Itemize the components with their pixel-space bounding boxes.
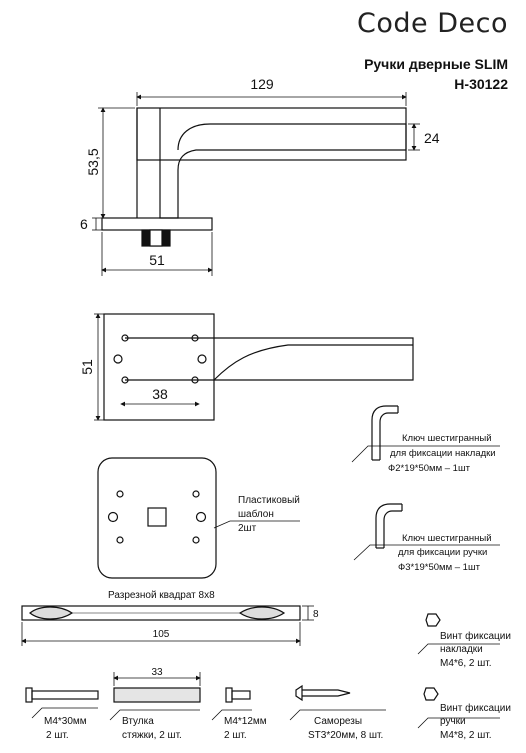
dim-handle-height: 53,5 [85, 148, 101, 175]
screw-plate-line1: Винт фиксации [440, 630, 511, 642]
bolt-m4-12-qty: 2 шт. [224, 730, 247, 741]
hex-key-2-spec: Ф3*19*50мм – 1шт [398, 562, 481, 573]
screw-handle-spec: М4*8, 2 шт. [440, 730, 492, 741]
sleeve-label: Втулка [122, 716, 154, 727]
self-tapping-label: Саморезы [314, 716, 362, 727]
spindle-drawing [21, 605, 301, 621]
self-tapping-spec: ST3*20мм, 8 шт. [308, 730, 383, 741]
sleeve-qty: стяжки, 2 шт. [122, 730, 182, 741]
template-line2: шаблон [238, 508, 274, 520]
bolt-m4-12-spec: М4*12мм [224, 716, 267, 727]
hex-key-1-line2: для фиксации накладки [390, 448, 496, 459]
bolt-m4-30-spec: М4*30мм [44, 716, 87, 727]
hex-key-2-line2: для фиксации ручки [398, 547, 487, 558]
dim-rose-width: 51 [149, 252, 165, 268]
self-tapping-screw-drawing [295, 684, 351, 702]
template-qty: 2шт [238, 523, 257, 534]
bolt-m4-12-drawing [225, 687, 251, 703]
brand-logo: Code Deco [357, 8, 508, 39]
plastic-template-drawing [97, 457, 217, 579]
hex-key-2-line1: Ключ шестигранный [402, 533, 492, 544]
dim-lever-width: 24 [424, 130, 440, 146]
bolt-m4-30-drawing [25, 687, 99, 703]
template-line1: Пластиковый [238, 495, 300, 506]
handle-side-view [101, 107, 407, 247]
sleeve-length: 33 [151, 667, 163, 678]
screw-handle-drawing [423, 687, 439, 701]
screw-handle-line2: ручки [440, 716, 466, 727]
spindle-length: 105 [153, 629, 170, 640]
screw-plate-spec: М4*6, 2 шт. [440, 658, 492, 669]
dim-rose-thickness: 6 [80, 216, 88, 232]
bolt-m4-30-qty: 2 шт. [46, 730, 69, 741]
screw-handle-line1: Винт фиксации [440, 702, 511, 714]
spindle-size: 8 [313, 609, 319, 620]
hex-key-1-line1: Ключ шестигранный [402, 433, 492, 444]
handle-top-view [103, 313, 414, 421]
hex-key-2-drawing [375, 503, 403, 549]
dim-hole-spacing: 38 [152, 386, 168, 402]
product-title: Ручки дверные SLIM [364, 56, 508, 72]
dim-plate-height: 51 [79, 359, 95, 375]
hex-key-1-drawing [371, 405, 399, 461]
screw-plate-line2: накладки [440, 644, 483, 655]
dim-handle-length: 129 [250, 76, 274, 92]
hex-key-1-spec: Ф2*19*50мм – 1шт [388, 463, 471, 474]
spindle-label: Разрезной квадрат 8х8 [108, 590, 215, 601]
screw-plate-drawing [425, 613, 441, 627]
model-number: H-30122 [454, 76, 508, 92]
sleeve-drawing [113, 687, 201, 703]
